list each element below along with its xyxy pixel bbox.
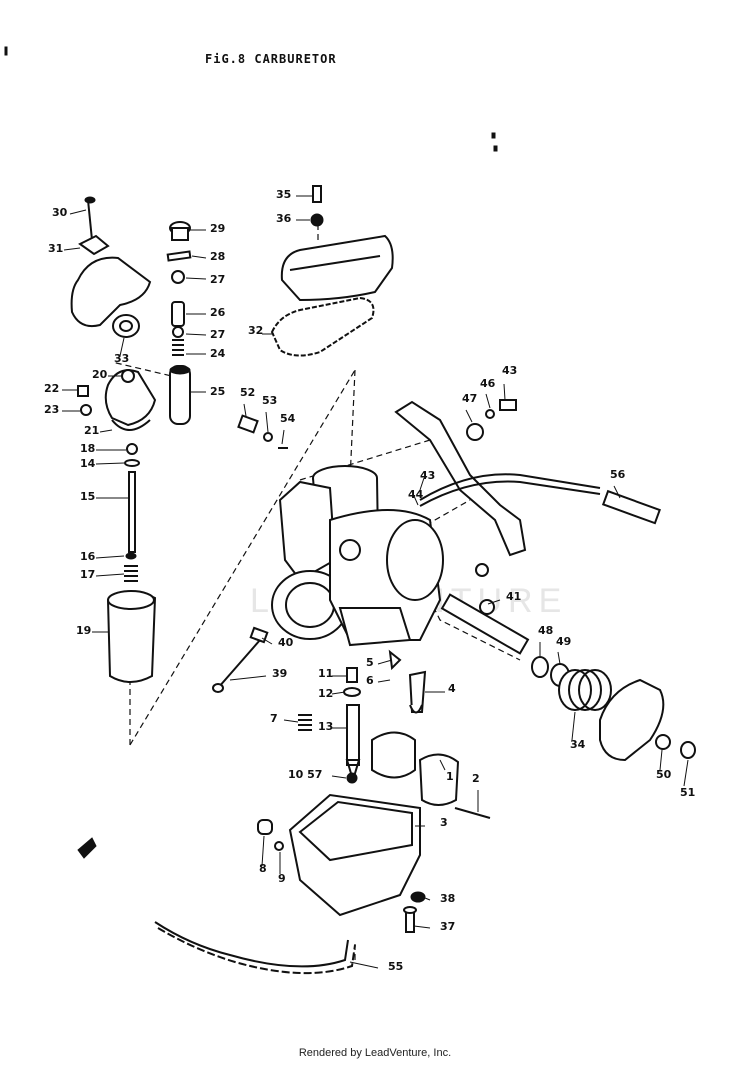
callout-label-53: 53 <box>262 394 277 407</box>
callout-leader-16 <box>95 555 125 559</box>
callout-leader-32 <box>63 247 81 251</box>
callout-label-5: 5 <box>366 656 374 669</box>
drawing-marks <box>4 46 696 975</box>
callout-label-14: 14 <box>80 457 96 470</box>
callout-leader-55 <box>349 961 379 969</box>
callout-leader-54 <box>281 429 285 445</box>
callout-leader-5 <box>377 659 393 665</box>
callout-leader-31 <box>69 209 87 215</box>
callout-leader-6 <box>377 679 391 683</box>
callout-leader-29 <box>191 255 207 259</box>
callout-label-43: 43 <box>420 469 435 482</box>
callout-label-25: 25 <box>210 385 225 398</box>
callout-label-27: 27 <box>210 273 225 286</box>
callout-leader-46 <box>485 393 491 409</box>
callout-label-39: 38 <box>440 892 455 905</box>
callout-leader-41 <box>261 637 273 645</box>
callout-label-17: 17 <box>80 568 95 581</box>
callout-label-18: 18 <box>80 442 95 455</box>
callout-label-41: 40 <box>278 636 294 649</box>
callout-label-22: 22 <box>44 382 59 395</box>
callout-leader-56 <box>613 485 621 499</box>
callout-label-23: 23 <box>44 403 59 416</box>
callout-label-56: 56 <box>610 468 626 481</box>
callout-label-45: 44 <box>408 488 424 501</box>
callout-label-44: 43 <box>502 364 517 377</box>
callout-leader-35 <box>571 711 576 741</box>
callout-label-29: 28 <box>210 250 225 263</box>
callout-leader-27 <box>185 277 207 280</box>
callout-label-2: 2 <box>472 772 480 785</box>
figure-title: FiG.8 CARBURETOR <box>205 52 337 66</box>
callout-leader-40 <box>229 675 267 681</box>
callout-label-35: 34 <box>570 738 586 751</box>
callout-leader-53 <box>265 411 269 433</box>
callout-label-34: 33 <box>114 352 129 365</box>
callout-leader-14 <box>95 462 125 465</box>
callout-leader-50 <box>659 749 663 771</box>
callout-leader-28 <box>185 333 207 336</box>
callout-leader-49 <box>557 651 561 665</box>
callout-leader-10 <box>331 775 347 779</box>
callout-label-52: 52 <box>240 386 255 399</box>
callout-label-12: 12 <box>318 687 333 700</box>
callout-label-7: 7 <box>270 712 278 725</box>
callout-label-24: 24 <box>210 347 226 360</box>
callout-label-4: 4 <box>448 682 456 695</box>
callout-label-1: 1 <box>446 770 454 783</box>
callout-label-21: 21 <box>84 424 99 437</box>
callout-label-16: 16 <box>80 550 96 563</box>
callout-leader-44 <box>503 383 506 401</box>
callout-label-6: 6 <box>366 674 374 687</box>
callout-leader-38 <box>413 925 431 929</box>
callout-label-54: 54 <box>280 412 296 425</box>
callout-label-32: 31 <box>48 242 63 255</box>
callout-label-30: 29 <box>210 222 225 235</box>
callout-label-38: 37 <box>440 920 455 933</box>
callout-label-46: 46 <box>480 377 496 390</box>
callout-leader-42 <box>487 599 501 605</box>
callout-label-40: 39 <box>272 667 287 680</box>
callout-label-48: 48 <box>538 624 553 637</box>
callout-leader-47 <box>465 409 473 423</box>
callout-label-37: 36 <box>276 212 292 225</box>
callout-label-26: 26 <box>210 306 226 319</box>
callout-label-8: 8 <box>259 862 267 875</box>
callout-leader-1 <box>439 759 446 771</box>
callout-label-15: 15 <box>80 490 95 503</box>
callout-leader-39 <box>424 897 431 901</box>
callout-label-47: 47 <box>462 392 477 405</box>
callout-leader-21 <box>99 429 113 433</box>
callout-label-19: 19 <box>76 624 91 637</box>
callout-leader-43 <box>419 477 425 491</box>
callout-label-55: 55 <box>388 960 403 973</box>
callout-label-36: 35 <box>276 188 291 201</box>
callout-label-20: 20 <box>92 368 108 381</box>
callout-leader-8 <box>261 835 265 867</box>
callout-label-50: 50 <box>656 768 672 781</box>
callout-label-13: 13 <box>318 720 333 733</box>
callout-leader-7 <box>283 719 299 723</box>
callout-label-33: 32 <box>248 324 263 337</box>
callout-label-10: 10 57 <box>288 768 322 781</box>
callout-leader-45 <box>413 495 419 506</box>
callout-label-9: 9 <box>278 872 286 885</box>
callout-leader-52 <box>243 403 247 417</box>
callout-leader-51 <box>683 759 689 787</box>
callout-label-31: 30 <box>52 206 68 219</box>
callout-label-11: 11 <box>318 667 333 680</box>
callout-label-49: 49 <box>556 635 571 648</box>
callout-label-42: 41 <box>506 590 521 603</box>
callout-label-3: 3 <box>440 816 448 829</box>
callout-leader-12 <box>331 691 346 695</box>
callout-leader-17 <box>95 573 125 577</box>
callout-label-51: 51 <box>680 786 695 799</box>
callout-label-28: 27 <box>210 328 225 341</box>
callout-leader-34 <box>119 337 125 357</box>
footer-credit: Rendered by LeadVenture, Inc. <box>298 1047 452 1059</box>
